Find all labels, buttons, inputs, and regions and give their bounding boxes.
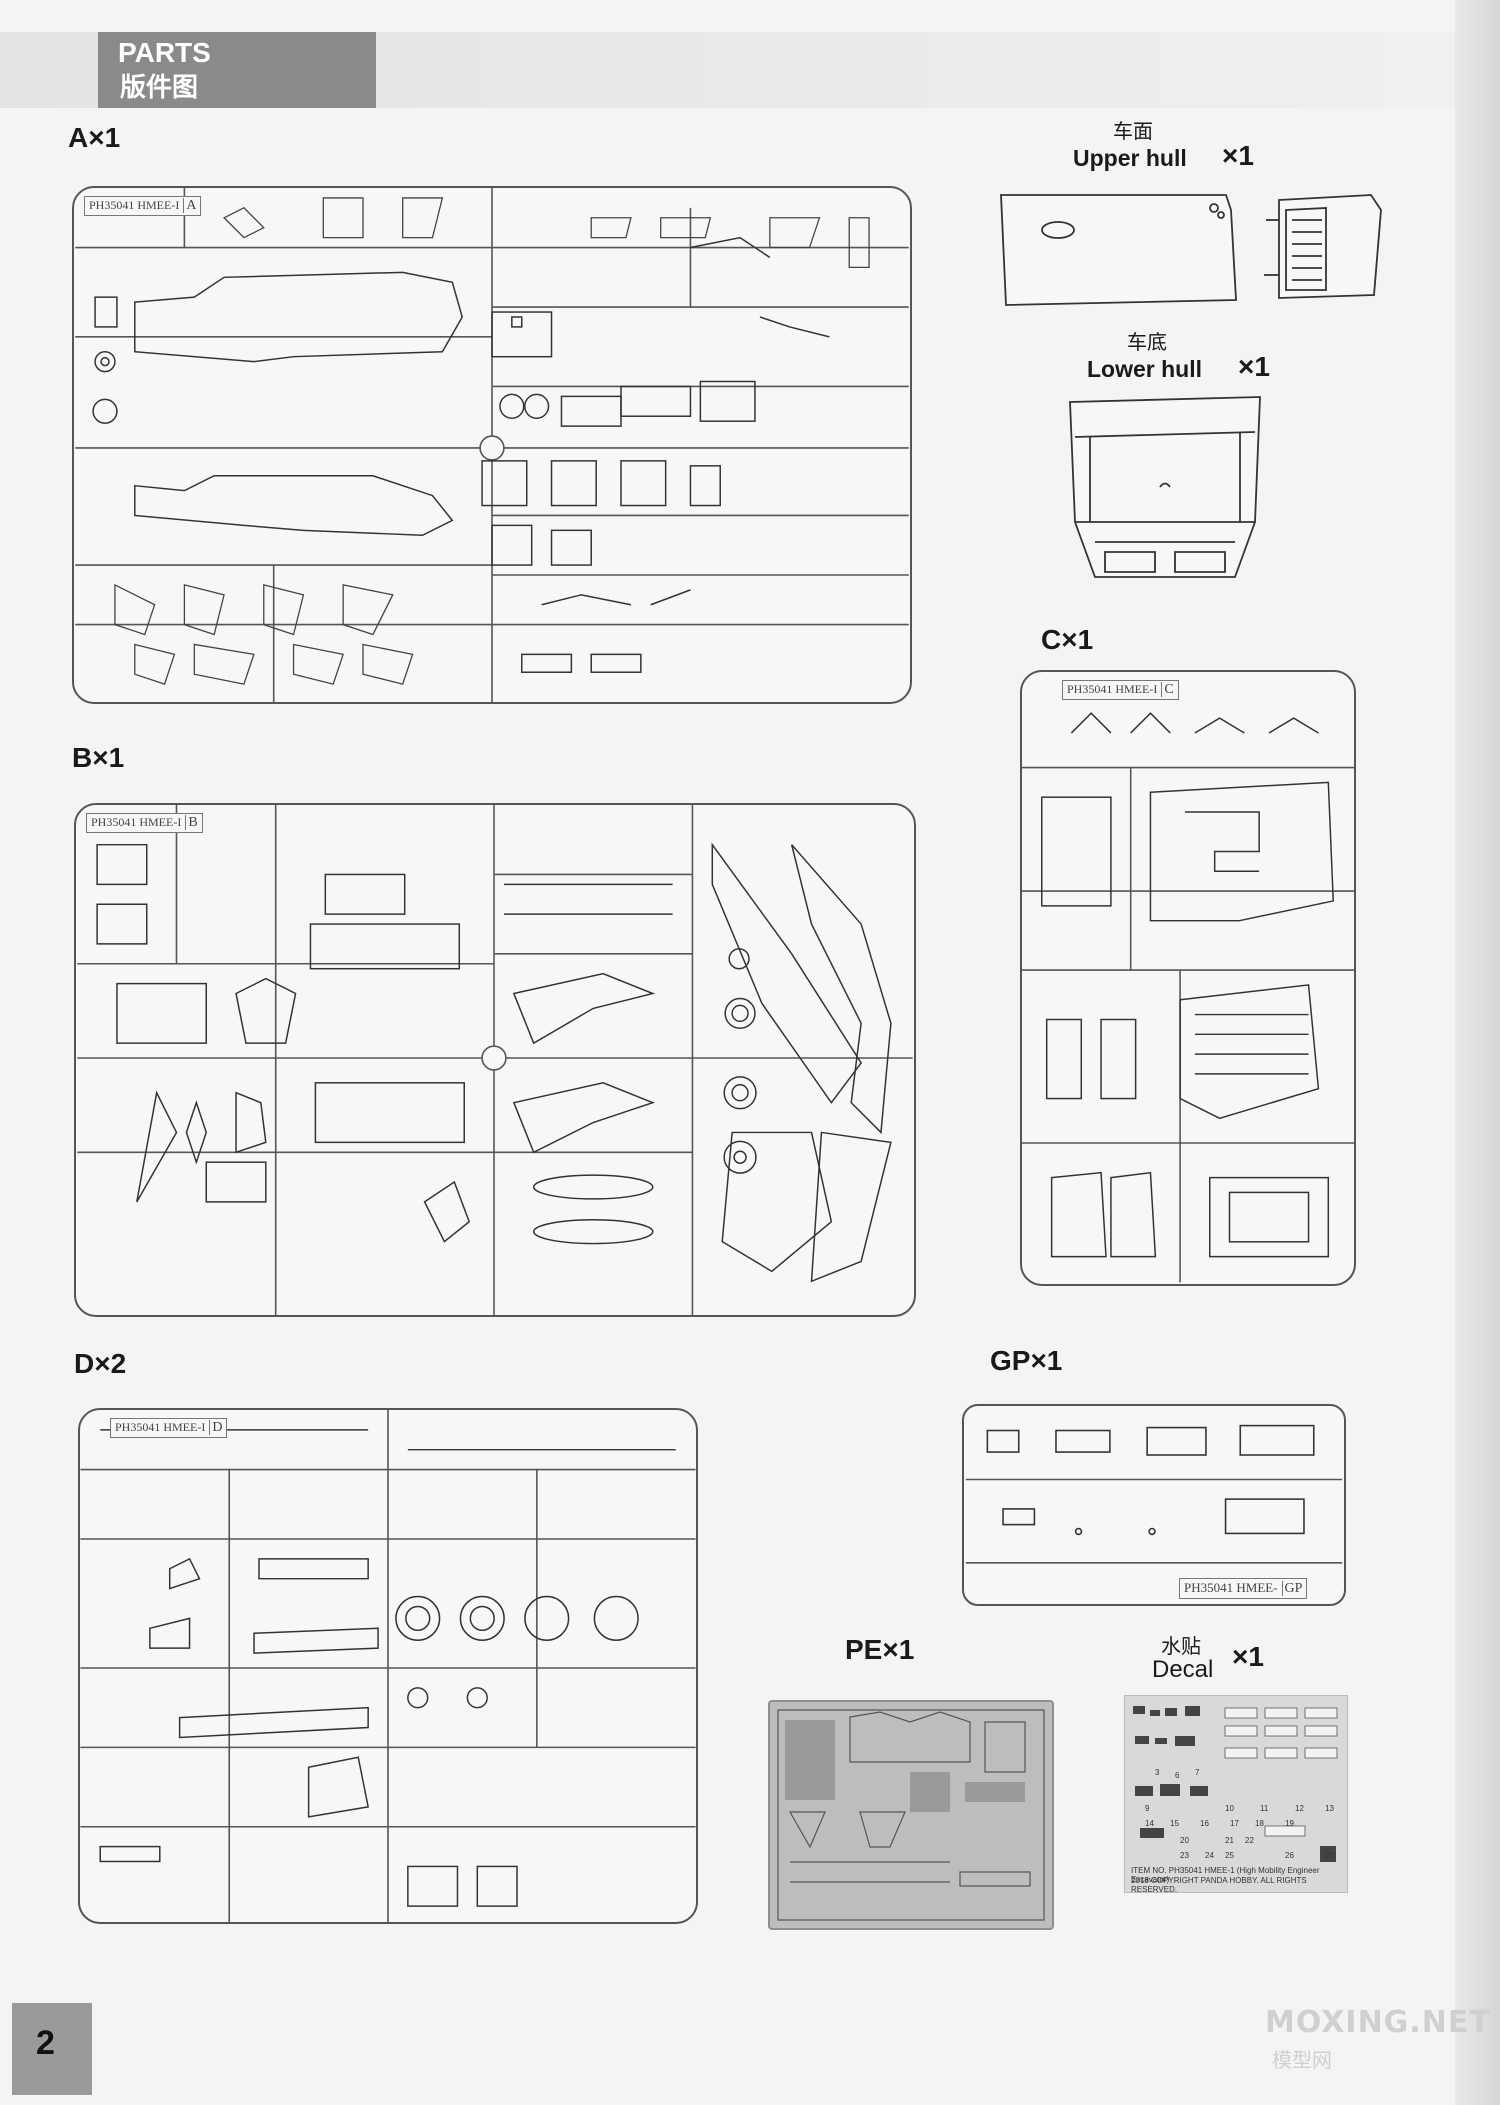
page-edge-shadow xyxy=(1455,0,1500,2105)
decal-num-25: 25 xyxy=(1225,1851,1234,1860)
page-subtitle: 版件图 xyxy=(120,72,199,102)
page-number-box xyxy=(12,2003,92,2095)
decal-num-6: 6 xyxy=(1175,1771,1180,1780)
upper-hull-en-label: Upper hull xyxy=(1073,145,1187,171)
pe-fret xyxy=(768,1700,1054,1930)
decal-sheet-drawing xyxy=(1133,1706,1338,1862)
decal-num-23: 23 xyxy=(1180,1851,1189,1860)
decal-num-12: 12 xyxy=(1295,1804,1304,1813)
lower-hull-cn-label: 车底 xyxy=(1127,332,1167,354)
sprue-gp-drawing xyxy=(965,1424,1343,1564)
sprue-b-label: B×1 xyxy=(72,742,125,773)
sprue-c-drawing xyxy=(1022,712,1354,1283)
sprue-b-tag-text: PH35041 HMEE-I xyxy=(91,815,182,829)
decal-num-24: 24 xyxy=(1205,1851,1214,1860)
decal-num-27: 27 xyxy=(1325,1851,1334,1860)
decal-qty: ×1 xyxy=(1232,1641,1264,1672)
pe-fret-drawing xyxy=(777,1709,1045,1921)
lower-hull-qty: ×1 xyxy=(1238,351,1270,382)
pe-label: PE×1 xyxy=(845,1634,915,1665)
sprue-d-label: D×2 xyxy=(74,1348,127,1379)
upper-hull-qty: ×1 xyxy=(1222,140,1254,171)
decal-num-26: 26 xyxy=(1285,1851,1294,1860)
sprue-gp-tag-letter: GP xyxy=(1281,1581,1303,1596)
page-title: PARTS xyxy=(118,37,211,68)
decal-num-18: 18 xyxy=(1255,1819,1264,1828)
decal-num-17: 17 xyxy=(1230,1819,1239,1828)
decal-sheet: ITEM NO. PH35041 HMEE-1 (High Mobility E… xyxy=(1124,1695,1348,1894)
decal-num-10: 10 xyxy=(1225,1804,1234,1813)
decal-num-13: 13 xyxy=(1325,1804,1334,1813)
watermark-subtext: 模型网 xyxy=(1272,2050,1332,2072)
lower-hull-drawing xyxy=(1065,392,1265,582)
decal-en-label: Decal xyxy=(1152,1656,1214,1683)
sprue-gp-tag: PH35041 HMEE-GP xyxy=(1179,1578,1308,1599)
upper-hull-cn-label: 车面 xyxy=(1113,121,1153,143)
sprue-c-tag-letter: C xyxy=(1161,682,1174,697)
decal-copyright-line1: ITEM NO. PH35041 HMEE-1 (High Mobility E… xyxy=(1131,1866,1320,1884)
sprue-a-drawing xyxy=(75,188,909,702)
decal-num-22: 22 xyxy=(1245,1836,1254,1845)
watermark-text: MOXING.NET xyxy=(1265,2005,1491,2040)
sprue-d-tag-text: PH35041 HMEE-I xyxy=(115,1420,206,1434)
decal-num-20: 20 xyxy=(1180,1836,1189,1845)
sprue-b-tag-letter: B xyxy=(185,815,198,830)
upper-hull-drawing xyxy=(996,190,1386,310)
sprue-a-label: A×1 xyxy=(68,122,121,153)
decal-num-7: 7 xyxy=(1195,1768,1200,1777)
decal-copyright-line2: 2018 COPYRIGHT PANDA HOBBY. ALL RIGHTS R… xyxy=(1131,1876,1307,1894)
decal-num-14: 14 xyxy=(1145,1819,1154,1828)
sprue-gp-tag-text: PH35041 HMEE- xyxy=(1184,1580,1278,1595)
decal-num-19: 19 xyxy=(1285,1819,1294,1828)
decal-num-15: 15 xyxy=(1170,1819,1179,1828)
decal-num-11: 11 xyxy=(1260,1804,1269,1813)
decal-num-9: 9 xyxy=(1145,1804,1150,1813)
decal-num-16: 16 xyxy=(1200,1819,1209,1828)
sprue-gp-label: GP×1 xyxy=(990,1345,1063,1376)
decal-cn-label: 水贴 xyxy=(1161,1636,1201,1658)
sprue-gp-frame: PH35041 HMEE-GP xyxy=(962,1404,1346,1606)
sprue-a-tag-text: PH35041 HMEE-I xyxy=(89,198,180,212)
decal-num-3: 3 xyxy=(1155,1768,1160,1777)
header-dark-block xyxy=(98,32,376,108)
page-number: 2 xyxy=(36,2024,55,2062)
sprue-c-tag-text: PH35041 HMEE-I xyxy=(1067,682,1158,696)
sprue-c-label: C×1 xyxy=(1041,624,1094,655)
sprue-d-tag-letter: D xyxy=(209,1420,223,1435)
decal-num-21: 21 xyxy=(1225,1836,1234,1845)
sprue-a-tag-letter: A xyxy=(183,198,197,213)
sprue-d-drawing xyxy=(80,1410,696,1922)
lower-hull-en-label: Lower hull xyxy=(1087,356,1202,382)
sprue-b-drawing xyxy=(77,805,913,1315)
